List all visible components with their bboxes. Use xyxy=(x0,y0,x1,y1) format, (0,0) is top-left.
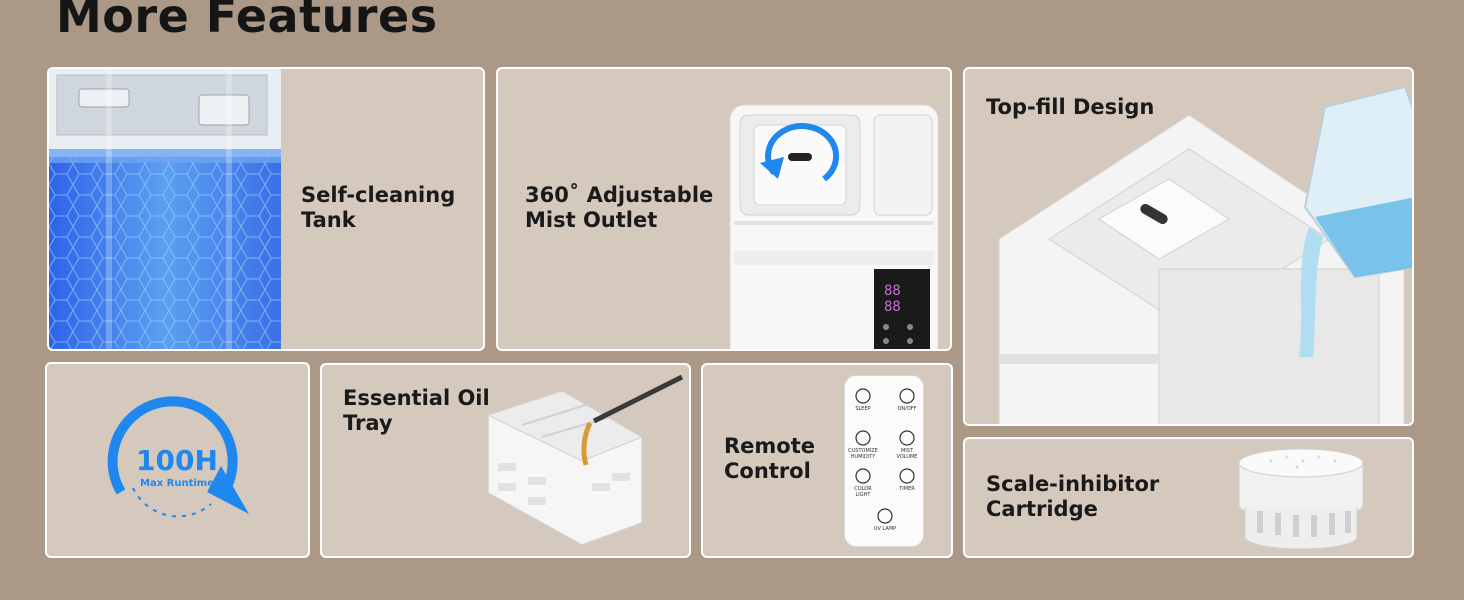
remote-color-label1: COLOR xyxy=(854,486,872,492)
top-fill-label: Top-fill Design xyxy=(986,95,1154,120)
remote-sleep-label: SLEEP xyxy=(855,406,871,412)
oil-tray-line2: Tray xyxy=(343,411,393,435)
mist-outlet-line1: 360˚ Adjustable xyxy=(525,183,714,207)
feature-card-mist-outlet: 360˚ Adjustable Mist Outlet 88 88 xyxy=(496,67,952,351)
oil-tray-label: Essential Oil Tray xyxy=(343,386,490,436)
remote-humidity-label1: CUSTOMIZE xyxy=(848,448,878,454)
runtime-value: 100H xyxy=(136,444,218,477)
remote-uv-label: UV LAMP xyxy=(873,526,897,532)
mist-outlet-line2: Mist Outlet xyxy=(525,208,658,232)
remote-humidity-label2: HUMIDITY xyxy=(850,454,876,460)
oil-tray-line1: Essential Oil xyxy=(343,386,490,410)
feature-card-oil-tray: Essential Oil Tray xyxy=(320,363,691,558)
mist-outlet-label: 360˚ Adjustable Mist Outlet xyxy=(525,183,713,233)
humidifier-image: 88 88 xyxy=(729,104,939,349)
self-cleaning-line2: Tank xyxy=(301,208,356,232)
cartridge-label: Scale-inhibitor Cartridge xyxy=(986,472,1159,522)
feature-card-cartridge: Scale-inhibitor Cartridge xyxy=(963,437,1414,558)
feature-card-top-fill: Top-fill Design xyxy=(963,67,1414,426)
remote-buttons xyxy=(855,388,915,524)
remote-mist-label1: MIST xyxy=(900,448,914,454)
remote-line1: Remote xyxy=(724,434,816,458)
remote-label: Remote Control xyxy=(724,434,815,484)
tank-image xyxy=(49,69,281,349)
page-title: More Features xyxy=(56,0,438,43)
remote-color-label2: LIGHT xyxy=(855,492,871,498)
remote-line2: Control xyxy=(724,459,811,483)
oil-tray-image xyxy=(486,374,684,546)
self-cleaning-label: Self-cleaning Tank xyxy=(301,183,455,233)
top-fill-line1: Top-fill Design xyxy=(986,95,1155,119)
feature-card-runtime: 100H Max Runtime xyxy=(45,362,310,558)
feature-card-remote: Remote Control SLEEP ON/OFF CUSTOMIZE HU… xyxy=(701,363,953,558)
humidifier-top-image xyxy=(998,114,1405,424)
cartridge-line2: Cartridge xyxy=(986,497,1098,521)
remote-mist-label2: VOLUME xyxy=(896,454,918,460)
feature-card-self-cleaning: Self-cleaning Tank xyxy=(47,67,485,351)
cartridge-image xyxy=(1238,448,1364,550)
remote-timer-label: TIMER xyxy=(899,486,915,492)
water-pitcher-image xyxy=(1299,87,1412,357)
remote-onoff-label: ON/OFF xyxy=(897,406,917,412)
self-cleaning-line1: Self-cleaning xyxy=(301,183,456,207)
remote-control-image: SLEEP ON/OFF CUSTOMIZE HUMIDITY MIST VOL… xyxy=(844,375,924,547)
svg-text:88: 88 xyxy=(884,283,901,299)
runtime-caption: Max Runtime xyxy=(140,478,214,489)
cartridge-line1: Scale-inhibitor xyxy=(986,472,1160,496)
svg-text:88: 88 xyxy=(884,299,901,315)
rotate-arrow-icon xyxy=(760,123,840,182)
runtime-gauge-icon xyxy=(107,396,249,518)
